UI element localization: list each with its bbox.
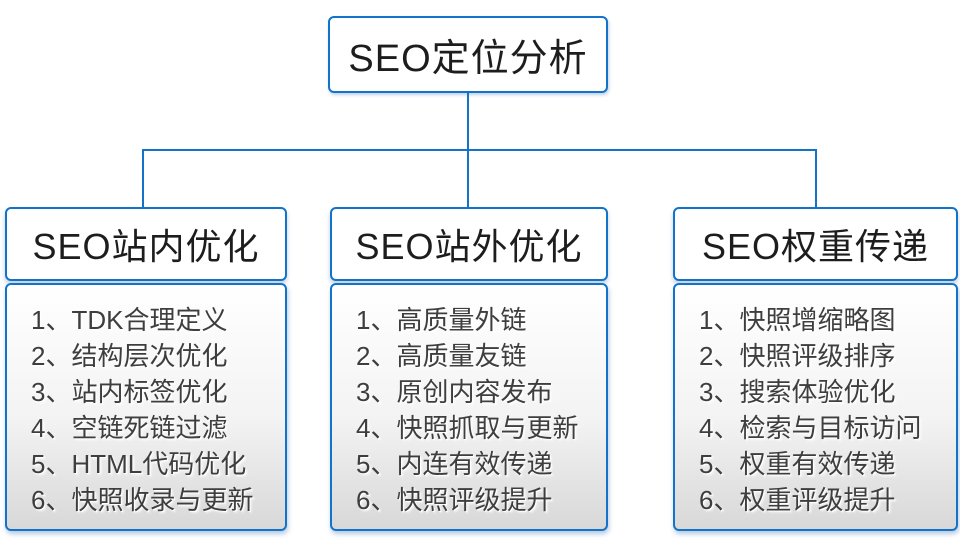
list-item: 1、高质量外链 bbox=[356, 305, 527, 335]
branch-offsite-title: SEO站外优化 bbox=[355, 226, 583, 267]
list-item: 5、内连有效传递 bbox=[356, 449, 553, 479]
branch-weight-title: SEO权重传递 bbox=[701, 226, 930, 267]
list-item: 2、高质量友链 bbox=[356, 341, 527, 371]
list-item: 1、TDK合理定义 bbox=[31, 305, 228, 335]
connector-horizontal bbox=[142, 149, 817, 151]
list-item: 2、快照评级排序 bbox=[699, 341, 896, 371]
list-item: 3、搜索体验优化 bbox=[699, 377, 896, 407]
list-item: 6、快照收录与更新 bbox=[31, 485, 254, 515]
branch-offsite-header: SEO站外优化 bbox=[330, 207, 608, 281]
branch-weight-header: SEO权重传递 bbox=[673, 207, 958, 281]
list-item: 6、快照评级提升 bbox=[356, 485, 553, 515]
connector-drop-middle bbox=[467, 149, 469, 207]
list-item: 4、检索与目标访问 bbox=[699, 413, 922, 443]
list-item: 4、快照抓取与更新 bbox=[356, 413, 579, 443]
list-item: 4、空链死链过滤 bbox=[31, 413, 228, 443]
branch-onsite-header: SEO站内优化 bbox=[5, 207, 287, 281]
connector-drop-left bbox=[142, 149, 144, 207]
list-item: 5、HTML代码优化 bbox=[31, 449, 247, 479]
list-item: 5、权重有效传递 bbox=[699, 449, 896, 479]
branch-onsite-list: 1、TDK合理定义 2、结构层次优化 3、站内标签优化 4、空链死链过滤 5、H… bbox=[5, 283, 287, 531]
connector-stem bbox=[467, 93, 469, 150]
root-node-title: SEO定位分析 bbox=[348, 38, 588, 80]
branch-weight: SEO权重传递 1、快照增缩略图 2、快照评级排序 3、搜索体验优化 4、检索与… bbox=[673, 207, 958, 531]
branch-onsite: SEO站内优化 1、TDK合理定义 2、结构层次优化 3、站内标签优化 4、空链… bbox=[5, 207, 287, 531]
root-node: SEO定位分析 bbox=[328, 16, 608, 93]
list-item: 6、权重评级提升 bbox=[699, 485, 896, 515]
branch-offsite: SEO站外优化 1、高质量外链 2、高质量友链 3、原创内容发布 4、快照抓取与… bbox=[330, 207, 608, 531]
list-item: 2、结构层次优化 bbox=[31, 341, 228, 371]
list-item: 3、站内标签优化 bbox=[31, 377, 228, 407]
branch-offsite-list: 1、高质量外链 2、高质量友链 3、原创内容发布 4、快照抓取与更新 5、内连有… bbox=[330, 283, 608, 531]
list-item: 1、快照增缩略图 bbox=[699, 305, 896, 335]
list-item: 3、原创内容发布 bbox=[356, 377, 553, 407]
branch-weight-list: 1、快照增缩略图 2、快照评级排序 3、搜索体验优化 4、检索与目标访问 5、权… bbox=[673, 283, 958, 531]
branch-onsite-title: SEO站内优化 bbox=[32, 226, 260, 267]
connector-drop-right bbox=[815, 149, 817, 207]
